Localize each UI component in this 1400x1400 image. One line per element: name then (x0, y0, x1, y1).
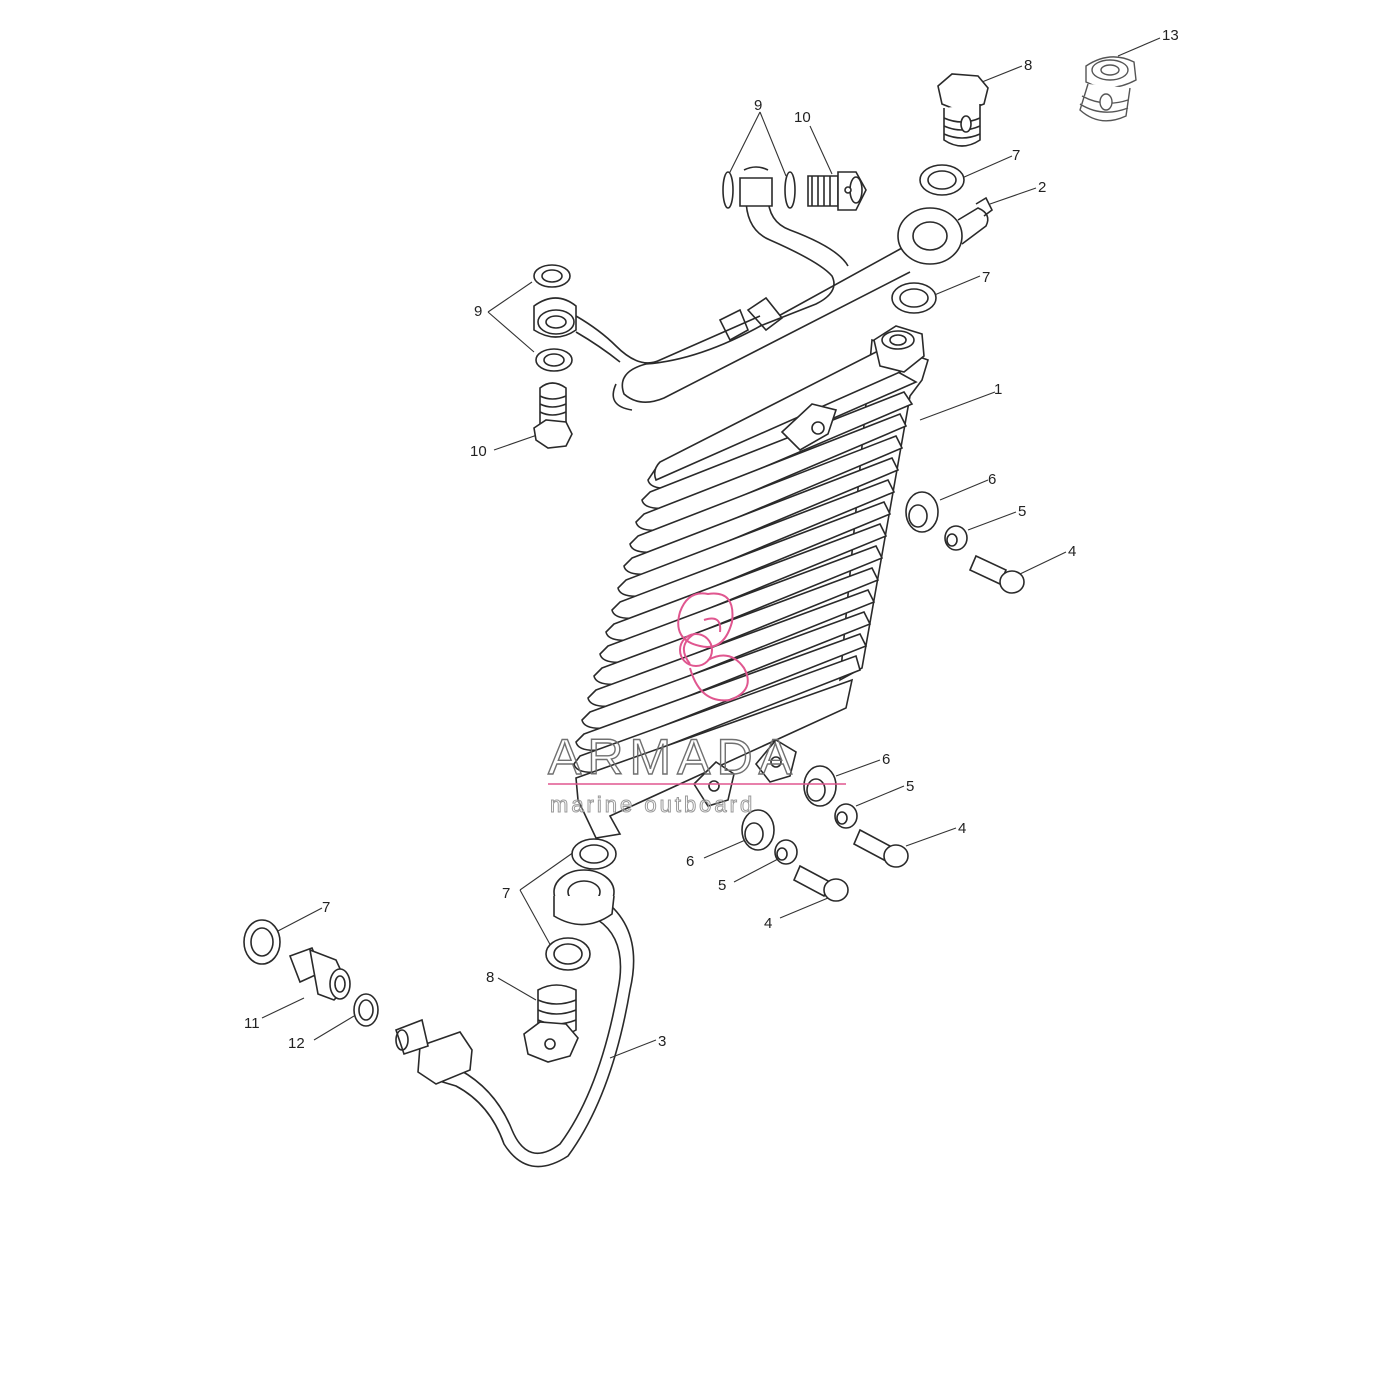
banjo-bolt-lower (523, 984, 579, 1063)
o-rings-9 (533, 171, 796, 372)
inner-hose (575, 166, 849, 364)
callout-10a: 10 (794, 109, 811, 126)
armada-watermark: ARMADA marine outboard (547, 592, 846, 818)
callout-7b: 7 (982, 269, 990, 286)
callout-6b: 6 (882, 751, 890, 768)
banjo-bolt-10-upper (807, 171, 867, 211)
callout-4b: 4 (958, 820, 966, 837)
callout-2: 2 (1038, 179, 1046, 196)
watermark-sub-text: marine outboard (550, 792, 755, 817)
callout-6a: 6 (988, 471, 996, 488)
callout-4a: 4 (1068, 543, 1076, 560)
oil-cooler-body (573, 325, 929, 839)
washer-12 (353, 993, 379, 1027)
mount-hardware-lower-left (741, 809, 849, 902)
callout-6c: 6 (686, 853, 694, 870)
callout-8b: 8 (486, 969, 494, 986)
mount-hardware-lower-right (803, 765, 909, 868)
hollow-bolt-13 (1079, 56, 1137, 122)
union-fitting-11 (288, 946, 351, 1001)
callout-labels: 1 2 3 4 4 4 5 5 5 6 6 6 7 7 7 7 8 8 9 9 … (244, 27, 1179, 1052)
callout-5c: 5 (718, 877, 726, 894)
callout-11: 11 (244, 1015, 260, 1032)
callout-5a: 5 (1018, 503, 1026, 520)
leader-lines (261, 37, 1161, 1059)
callout-12: 12 (288, 1035, 305, 1052)
watermark-main-text: ARMADA (548, 729, 798, 785)
upper-hose (612, 196, 994, 411)
callout-1: 1 (994, 381, 1002, 398)
callout-10b: 10 (470, 443, 487, 460)
callout-3: 3 (658, 1033, 666, 1050)
callout-7a: 7 (1012, 147, 1020, 164)
callout-9a: 9 (754, 97, 762, 114)
banjo-bolt-upper (937, 73, 989, 147)
callout-9b: 9 (474, 303, 482, 320)
callout-5b: 5 (906, 778, 914, 795)
callout-4c: 4 (764, 915, 772, 932)
callout-13: 13 (1162, 27, 1179, 44)
sealing-washers (243, 164, 965, 971)
banjo-bolt-10-lower (533, 382, 573, 449)
armada-logo-icon (677, 592, 749, 702)
mount-hardware-upper (905, 491, 1025, 594)
callout-8a: 8 (1024, 57, 1032, 74)
callout-7d: 7 (322, 899, 330, 916)
lower-pipe (394, 869, 635, 1168)
callout-7c: 7 (502, 885, 510, 902)
